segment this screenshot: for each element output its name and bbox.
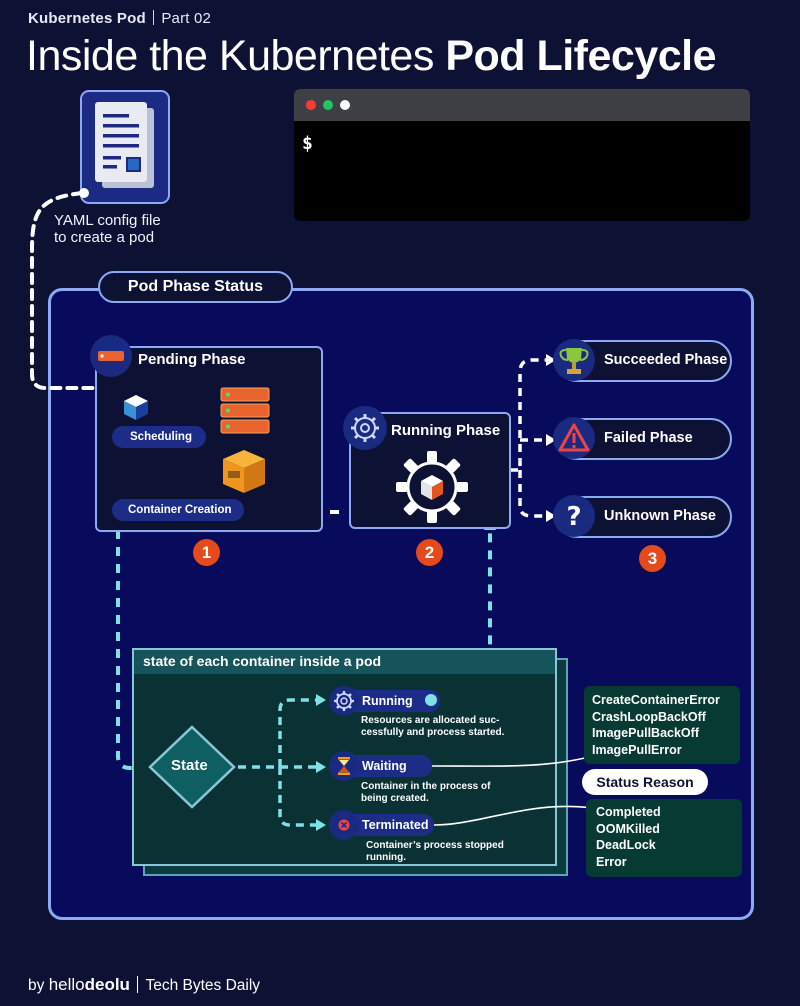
container-state-titlebar bbox=[134, 650, 555, 674]
reason-completed: Completed bbox=[596, 805, 661, 819]
terminal-window[interactable]: $ bbox=[294, 89, 750, 221]
reason-create-container-error: CreateContainerError bbox=[592, 693, 720, 707]
footer-by: by bbox=[28, 977, 45, 994]
title-bold: Pod Lifecycle bbox=[445, 32, 717, 80]
title-regular: Inside the Kubernetes bbox=[26, 32, 434, 80]
terminated-branch-arrowhead bbox=[316, 819, 326, 831]
question-icon: ? bbox=[553, 495, 595, 537]
yaml-label-line2: to create a pod bbox=[54, 229, 155, 246]
running-state-dot bbox=[425, 694, 437, 706]
reason-oom-killed: OOMKilled bbox=[596, 821, 660, 836]
yaml-connector-dot bbox=[79, 188, 89, 198]
waiting-desc-line1: Container in the process of bbox=[361, 781, 491, 792]
terminal-prompt: $ bbox=[302, 133, 313, 154]
waiting-state-pill: Waiting bbox=[334, 755, 432, 777]
yaml-document-icon bbox=[95, 102, 154, 188]
big-gear-icon bbox=[396, 451, 468, 523]
pending-to-state-connector bbox=[116, 530, 138, 770]
footer-brand-bold: deolu bbox=[84, 975, 130, 994]
footer-brand: hellodeolu bbox=[49, 975, 130, 994]
scheduling-pill: Scheduling bbox=[112, 426, 206, 448]
running-branch-arrowhead bbox=[316, 694, 326, 706]
trophy-icon bbox=[553, 339, 595, 381]
reason-crash-loop-backoff: CrashLoopBackOff bbox=[592, 709, 706, 724]
terminal-titlebar bbox=[294, 89, 750, 121]
waiting-desc-line2: being created. bbox=[361, 792, 429, 804]
state-label: State bbox=[171, 757, 208, 774]
waiting-reasons-box: CreateContainerError CrashLoopBackOff Im… bbox=[584, 686, 740, 764]
unknown-phase-label: Unknown Phase bbox=[604, 508, 716, 524]
failed-phase-label: Failed Phase bbox=[604, 430, 693, 446]
terminated-state-pill: Terminated bbox=[334, 814, 434, 836]
running-state-pill: Running bbox=[334, 690, 440, 712]
pod-phase-title: Pod Phase Status bbox=[98, 271, 293, 303]
status-reason-tag: Status Reason bbox=[582, 769, 708, 795]
running-desc-line1: Resources are allocated suc- bbox=[361, 715, 500, 726]
yaml-label: YAML config file to create a pod bbox=[54, 212, 161, 246]
stop-icon bbox=[329, 810, 359, 840]
warning-icon bbox=[553, 417, 595, 459]
state-connectors bbox=[148, 694, 326, 831]
waiting-state-desc: Container in the process of being create… bbox=[361, 781, 490, 804]
reason-image-pull-error: ImagePullError bbox=[592, 742, 682, 757]
reason-error: Error bbox=[596, 854, 627, 869]
cube-icon bbox=[124, 395, 148, 420]
hourglass-icon bbox=[329, 751, 359, 781]
package-icon bbox=[223, 450, 265, 493]
pending-phase-title: Pending Phase bbox=[138, 351, 246, 368]
footer-brand-regular: hello bbox=[48, 975, 85, 994]
maximize-dot[interactable] bbox=[323, 100, 333, 110]
terminated-desc-line1: Container’s process stopped bbox=[366, 840, 504, 851]
succeeded-arrowhead bbox=[546, 354, 556, 366]
terminated-reason-connector bbox=[433, 805, 593, 826]
step-3-badge: 3 bbox=[639, 545, 666, 572]
running-desc-line2: cessfully and process started. bbox=[361, 726, 505, 738]
succeeded-phase-label: Succeeded Phase bbox=[604, 352, 728, 368]
series-kicker: Kubernetes Pod Part 02 bbox=[28, 10, 211, 27]
footer-divider bbox=[136, 976, 139, 993]
step-1-badge: 1 bbox=[193, 539, 220, 566]
server-icon bbox=[90, 335, 132, 377]
terminated-desc-line2: running. bbox=[366, 851, 406, 863]
yaml-to-pending-connector bbox=[30, 191, 102, 390]
svg-text:?: ? bbox=[566, 502, 581, 532]
container-state-title: state of each container inside a pod bbox=[143, 653, 382, 669]
running-gear-icon bbox=[343, 406, 387, 450]
yaml-label-line1: YAML config file bbox=[54, 212, 161, 229]
step-2-badge: 2 bbox=[416, 539, 443, 566]
terminated-state-desc: Container’s process stopped running. bbox=[366, 840, 504, 863]
state-diamond bbox=[148, 725, 236, 809]
kicker-divider bbox=[152, 10, 155, 25]
footer: by hellodeolu Tech Bytes Daily bbox=[28, 975, 260, 995]
running-phase-title: Running Phase bbox=[391, 422, 501, 439]
minimize-dot[interactable] bbox=[340, 100, 350, 110]
running-to-outcomes-connector bbox=[510, 358, 548, 518]
failed-arrowhead bbox=[546, 434, 556, 446]
waiting-reason-connector bbox=[431, 757, 586, 767]
state-branch-connector bbox=[238, 698, 316, 827]
series-part: Part 02 bbox=[161, 10, 212, 27]
running-state-gear-icon bbox=[329, 686, 359, 716]
reason-image-pull-backoff: ImagePullBackOff bbox=[592, 726, 699, 740]
close-dot[interactable] bbox=[306, 100, 316, 110]
waiting-branch-arrowhead bbox=[316, 761, 326, 773]
running-state-desc: Resources are allocated suc- cessfully a… bbox=[361, 715, 504, 738]
page-title: Inside the Kubernetes Pod Lifecycle bbox=[26, 30, 717, 82]
terminated-reasons-box: Completed OOMKilled DeadLock Error bbox=[586, 799, 742, 877]
footer-tagline: Tech Bytes Daily bbox=[145, 977, 261, 994]
reason-deadlock: DeadLock bbox=[596, 838, 656, 852]
yaml-file-card bbox=[80, 90, 170, 204]
server-stack-icon bbox=[220, 387, 270, 434]
series-name: Kubernetes Pod bbox=[28, 10, 146, 27]
unknown-arrowhead bbox=[546, 510, 556, 522]
container-creation-pill: Container Creation bbox=[112, 499, 244, 521]
